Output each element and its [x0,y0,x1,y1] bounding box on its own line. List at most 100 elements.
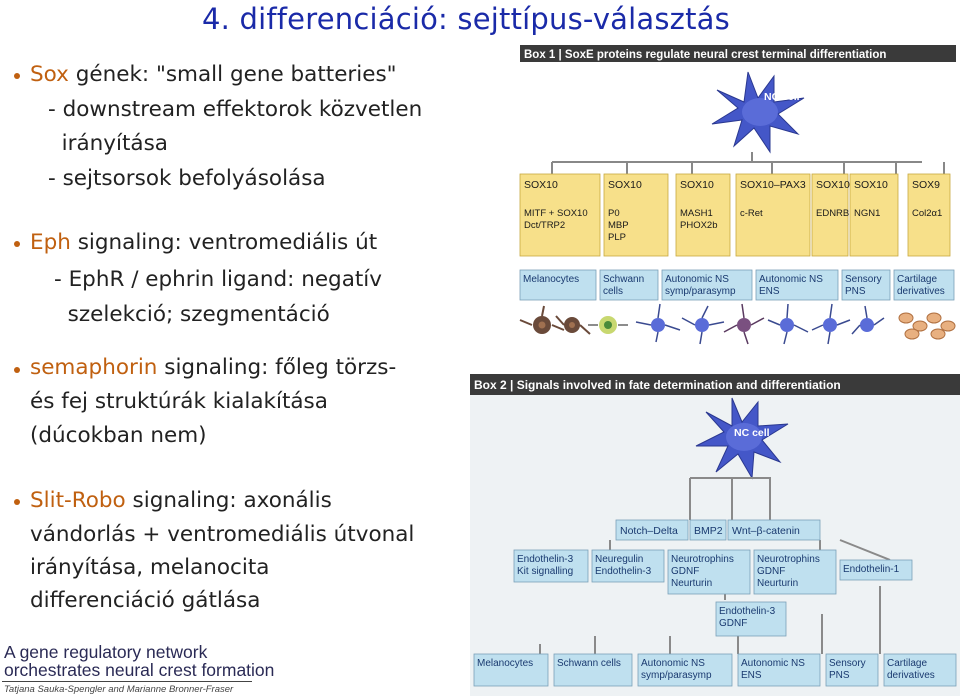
bullet-keyword: Eph [30,230,71,255]
bullet-sub: irányítása [48,131,168,156]
signal-bg [727,519,821,541]
bullet-keyword: semaphorin [30,355,158,380]
box2-figure: Box 2 | Signals involved in fate determi… [470,374,960,696]
box2-header: Box 2 | Signals involved in fate determi… [474,378,841,392]
box1-fate-box-text: Schwann [603,274,644,285]
box2-signal-low-box-text: GDNF [719,618,747,629]
bullet-text-block: Sox gének: "small gene batteries" - down… [0,0,470,698]
box2-signal-top-box: Wnt–β-catenin [727,519,821,541]
box1-fate-box-bg [841,269,891,301]
bullet-dot [14,499,20,505]
bullet-text: signaling: ventromediális út [70,230,378,255]
bullet-keyword: Slit-Robo [30,488,126,513]
box2-header-bar [470,374,960,395]
box2-fate-box: Schwann cells [553,653,633,687]
factor-bg [519,173,601,257]
bullet-keyword: Sox [30,62,69,87]
box2-signal-mid-box-text: Neurturin [671,578,712,589]
box1-fate-box-text: Sensory [845,274,882,285]
bullet-slit-robo: Slit-Robo signaling: axonális [30,488,332,513]
box1-fate-box-bg [661,269,753,301]
bullet-sub: és fej struktúrák kialakítása [30,389,328,414]
bullet-eph: Eph signaling: ventromediális út [30,230,377,255]
neuron-sketch [723,303,765,345]
box2-signal-mid-box-bg [753,549,837,595]
box1-fate-box-text: Autonomic NS [759,274,823,285]
signal-text: Wnt–β-catenin [732,525,800,537]
melanocyte-sketch [519,305,565,334]
factor-top: SOX9 [912,179,940,191]
box1-branches [551,152,945,174]
factor-line: MBP [608,220,629,231]
factor-line: Dct/TRP2 [524,220,565,231]
box1-cell-sketches [519,303,956,345]
box1-fate-box-text: Autonomic NS [665,274,729,285]
box2-fate-box-bg [825,653,879,687]
box2-signal-mid-box-text: Kit signalling [517,566,573,577]
box1-figure: Box 1 | SoxE proteins regulate neural cr… [512,42,960,392]
factor-bg [849,173,899,257]
box2-signal-mid-box-bg [839,559,913,581]
neuron-sketch [681,305,725,345]
box2-fate-box-text: Autonomic NS [641,658,705,669]
bullet-sub: vándorlás + ventromediális útvonal [30,522,415,547]
box1-nc-cell: NC cell [711,71,805,154]
box1-fate-box-text: ENS [759,286,780,297]
box2-fate-box-text: derivatives [887,670,935,681]
schwann-cell-sketch [588,316,628,334]
factor-bg [603,173,669,257]
factor-line: PHOX2b [680,220,718,231]
melanocyte-sketch [555,315,591,335]
box2-signal-mid-box-text: GDNF [757,566,785,577]
bullet-sub: szelekció; szegmentáció [54,302,330,327]
bullet-text: signaling: főleg törzs- [157,355,397,380]
factor-bg [675,173,731,257]
box2-signal-mid-box-bg [513,549,589,583]
bullet-dot [14,367,20,373]
factor-top: SOX10–PAX3 [740,179,806,191]
box2-fate-box-bg [737,653,821,687]
box2-nc-label: NC cell [734,427,770,439]
box2-signal-mid-box-text: Endothelin-3 [517,554,574,565]
box2-fate-box: Melanocytes [473,653,549,687]
box2-fate-box-text: symp/parasymp [641,670,712,681]
footer-divider [2,681,252,682]
box2-signal-mid-box-text: Neurturin [757,578,798,589]
signal-bg [689,519,727,541]
box2-fate-box-bg [473,653,549,687]
neuron-sketch [851,305,885,335]
box2-signal-mid-box-text: Neuregulin [595,554,643,565]
box1-fate-box-text: PNS [845,286,866,297]
box2-fate-box-bg [637,653,733,687]
box1-fate-box-text: cells [603,286,623,297]
bullet-sub: - sejtsorsok befolyásolása [48,166,326,191]
box1-header: Box 1 | SoxE proteins regulate neural cr… [524,49,886,61]
factor-line: PLP [608,232,626,243]
footer-authors: Tatjana Sauka-Spengler and Marianne Bron… [4,684,234,695]
factor-bg [811,173,849,257]
box1-fate-box-text: Cartilage [897,274,937,285]
box2-fate-box-text: Melanocytes [477,658,533,669]
bullet-text: gének: "small gene batteries" [68,62,397,87]
bullet-sub: differenciáció gátlása [30,588,261,613]
signal-text: BMP2 [694,525,723,537]
bullet-sub: - downstream effektorok közvetlen [48,97,423,122]
box1-fate-box-bg [519,269,597,301]
box1-nc-label: NC cell [764,91,800,103]
footer-title-line1: A gene regulatory network [4,642,208,662]
bullet-sox: Sox gének: "small gene batteries" [30,62,397,87]
box2-signal-mid-box-text: Endothelin-3 [595,566,652,577]
box2-fate-box-text: Cartilage [887,658,927,669]
